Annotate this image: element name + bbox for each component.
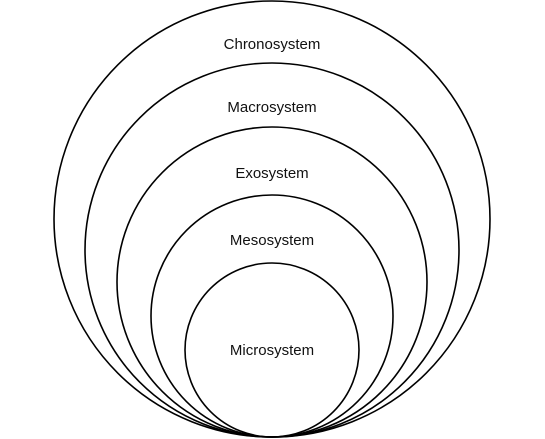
- labels-group: ChronosystemMacrosystemExosystemMesosyst…: [224, 36, 321, 359]
- rings-group: [53, 0, 491, 438]
- chronosystem-ring: [53, 0, 491, 438]
- macrosystem-ring: [84, 62, 460, 438]
- mesosystem-label: Mesosystem: [230, 232, 314, 249]
- macrosystem-label: Macrosystem: [227, 99, 316, 116]
- chronosystem-label: Chronosystem: [224, 36, 321, 53]
- microsystem-ring: [184, 262, 360, 438]
- microsystem-label: Microsystem: [230, 342, 314, 359]
- exosystem-label: Exosystem: [235, 165, 308, 182]
